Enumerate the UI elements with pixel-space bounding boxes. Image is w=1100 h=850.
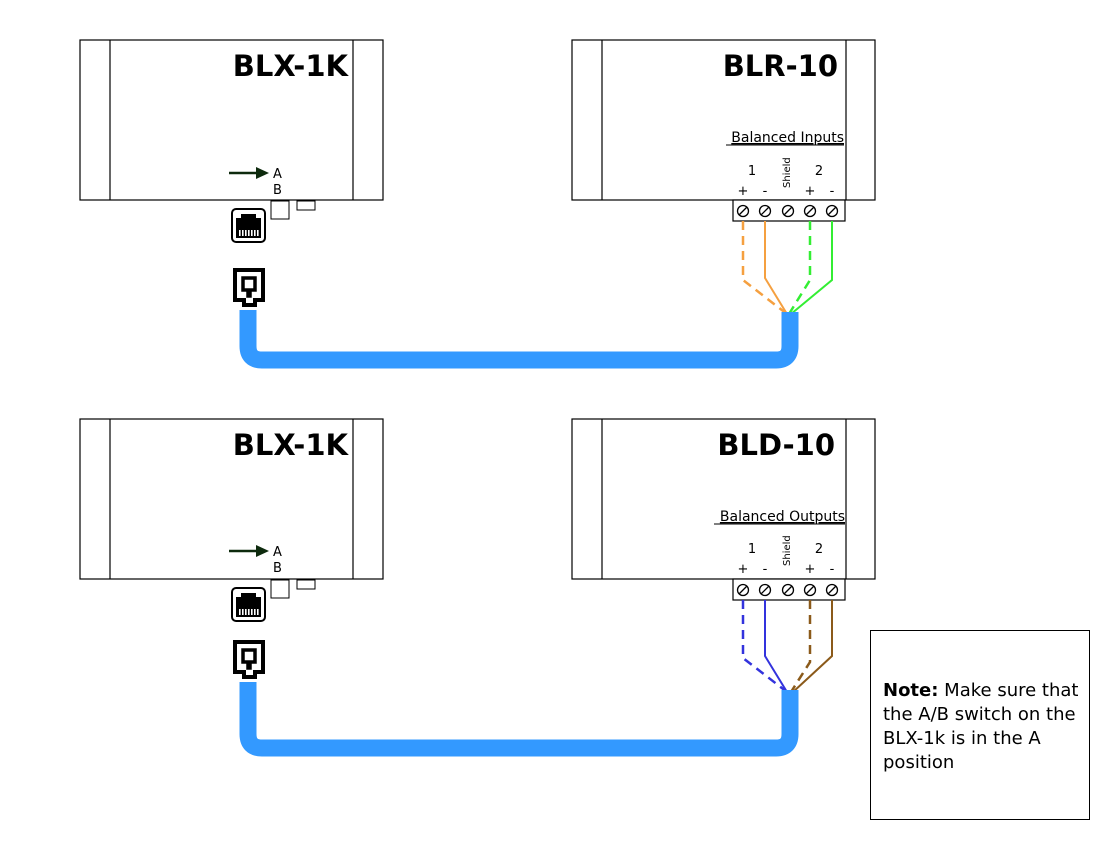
top-arrow-icon (229, 167, 269, 179)
bottom-terminal-screw-icon (736, 583, 750, 597)
bottom-wires (741, 600, 833, 693)
bottom-switch-tab (296, 579, 316, 590)
bottom-wire-1-plus (741, 600, 788, 693)
bottom-wire-2-minus (792, 600, 833, 693)
bottom-ch1-minus: - (763, 562, 768, 577)
top-ch2-label: 2 (815, 164, 823, 179)
bottom-ch2-minus: - (830, 562, 835, 577)
top-dest-device: BLR-10 Balanced Inputs 1 2 Shield + - + … (571, 39, 876, 201)
bottom-terminal-block (732, 578, 846, 601)
top-ch2-minus: - (830, 184, 835, 199)
top-ch1-plus: + (738, 184, 749, 199)
bottom-terminal-label: Balanced Outputs (720, 509, 845, 525)
top-wire-2-minus (790, 221, 833, 315)
bottom-source-title: BLX-1K (233, 428, 350, 462)
top-switch-tab (296, 200, 316, 211)
bottom-terminal-screw-icon (781, 583, 795, 597)
top-wire-1-minus (764, 221, 788, 315)
top-ch1-minus: - (763, 184, 768, 199)
bottom-source-device: BLX-1K A B (79, 418, 384, 580)
top-terminal-screw-icon (825, 204, 839, 218)
top-terminal-block (732, 199, 846, 222)
top-shield-label: Shield (782, 157, 793, 188)
bottom-cable (239, 682, 799, 757)
bottom-ch1-label: 1 (748, 542, 756, 557)
top-switch-a-label: A (273, 167, 282, 182)
bottom-wire-1-minus (764, 600, 788, 693)
bottom-dest-device: BLD-10 Balanced Outputs 1 2 Shield + - +… (571, 418, 876, 580)
top-switch-b-label: B (273, 183, 282, 198)
top-source-title: BLX-1K (233, 49, 350, 83)
top-ab-switch[interactable] (270, 200, 290, 220)
note-bold-label: Note: (883, 680, 939, 701)
bottom-dest-title: BLD-10 (717, 428, 835, 462)
top-dest-title: BLR-10 (723, 49, 838, 83)
top-terminal-screw-icon (803, 204, 817, 218)
bottom-arrow-icon (229, 545, 269, 557)
bottom-switch-b-label: B (273, 561, 282, 576)
top-source-device: BLX-1K A B (79, 39, 384, 201)
bottom-ch2-label: 2 (815, 542, 823, 557)
note-text: Make sure that the A/B switch on the BLX… (883, 680, 1079, 773)
top-terminal-screw-icon (758, 204, 772, 218)
top-wires (741, 221, 833, 315)
bottom-shield-label: Shield (782, 535, 793, 566)
bottom-wire-2-plus (789, 600, 812, 693)
top-rj45-jack-icon (231, 208, 266, 243)
top-terminal-label: Balanced Inputs (731, 130, 844, 146)
top-rj45-plug-icon (233, 268, 265, 307)
top-terminal-screw-icon (781, 204, 795, 218)
top-terminal-screw-icon (736, 204, 750, 218)
top-wire-1-plus (741, 221, 788, 315)
bottom-ch1-plus: + (738, 562, 749, 577)
bottom-rj45-jack-icon (231, 587, 266, 622)
bottom-rj45-plug-icon (233, 640, 265, 679)
note-box: Note: Make sure that the A/B switch on t… (870, 630, 1090, 820)
top-ch2-plus: + (805, 184, 816, 199)
top-wire-2-plus (787, 221, 812, 315)
top-cable (239, 310, 799, 369)
bottom-switch-a-label: A (273, 545, 282, 560)
bottom-terminal-screw-icon (825, 583, 839, 597)
bottom-ch2-plus: + (805, 562, 816, 577)
bottom-ab-switch[interactable] (270, 579, 290, 599)
bottom-terminal-screw-icon (758, 583, 772, 597)
bottom-terminal-screw-icon (803, 583, 817, 597)
top-ch1-label: 1 (748, 164, 756, 179)
